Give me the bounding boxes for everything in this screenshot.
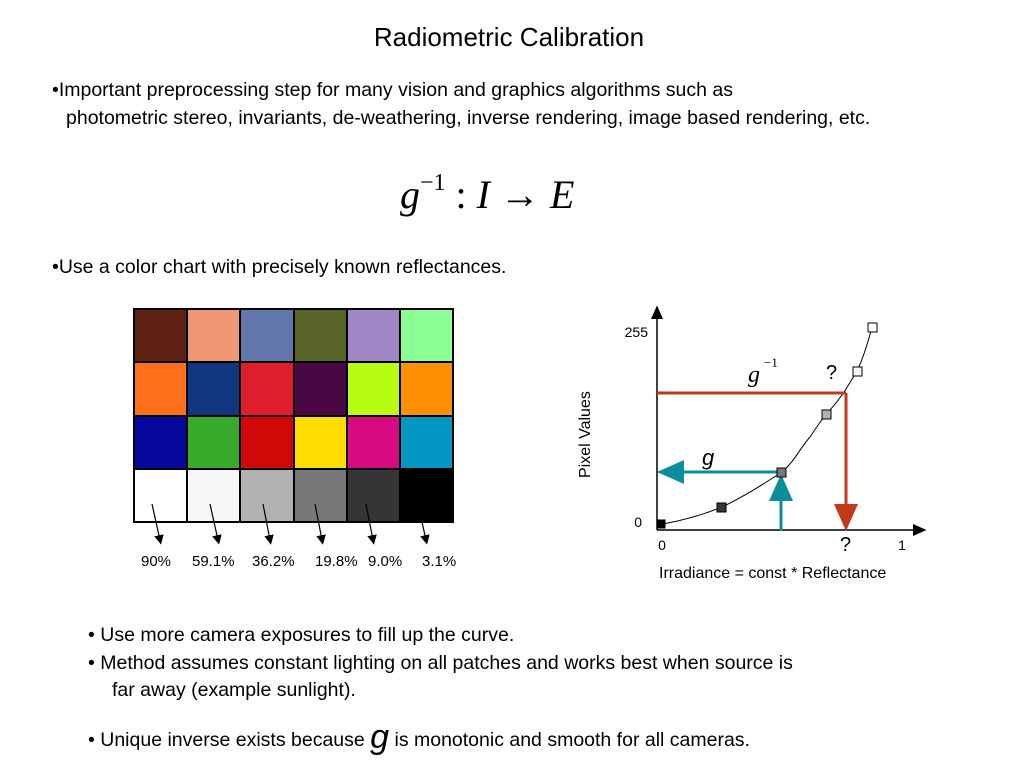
bullet-exposures: • Use more camera exposures to fill up t…: [88, 624, 515, 646]
color-patch: [347, 416, 399, 468]
curve-point-6: [867, 322, 878, 333]
color-patch: [135, 469, 187, 521]
g-inverse-label: g: [748, 362, 760, 388]
intro-line-1: •Important preprocessing step for many v…: [52, 79, 733, 101]
color-patch: [400, 363, 452, 415]
response-curve-plot: Pixel Values 255 0 0 1 Irradiance = cons…: [577, 305, 927, 582]
reflectance-arrow: [209, 503, 222, 545]
color-patch: [188, 416, 240, 468]
color-chart-bullet: •Use a color chart with precisely known …: [52, 256, 507, 278]
reflectance-label: 36.2%: [252, 553, 295, 570]
x-max-label: 1: [898, 537, 906, 553]
color-patch: [400, 310, 452, 362]
slide-title: Radiometric Calibration: [373, 22, 645, 52]
g-label: g: [702, 445, 715, 470]
reflectance-label: 19.8%: [315, 553, 358, 570]
reflectance-arrow: [365, 503, 377, 545]
g-inverse-exponent: −1: [764, 355, 778, 370]
formula-E: E: [550, 172, 575, 217]
formula-exponent: −1: [420, 170, 446, 196]
curve-point-4: [821, 409, 832, 420]
x-min-label: 0: [658, 537, 666, 553]
reflectance-label: 59.1%: [192, 553, 235, 570]
color-patch: [400, 469, 452, 521]
color-patch: [188, 363, 240, 415]
curve-point-5: [852, 366, 863, 377]
color-patch: [347, 363, 399, 415]
curve-point-3: [776, 467, 787, 478]
color-patch: [241, 469, 293, 521]
color-patch: [294, 469, 346, 521]
formula-colon: :: [445, 172, 477, 217]
color-patch: [294, 363, 346, 415]
formula-g: g: [400, 172, 420, 217]
color-patch: [241, 363, 293, 415]
reflectance-arrows: [151, 503, 430, 545]
bullet-unique-post: is monotonic and smooth for all cameras.: [389, 729, 750, 751]
color-patch: [241, 310, 293, 362]
bullet-lighting-cont: far away (example sunlight).: [112, 679, 356, 701]
y-max-label: 255: [625, 324, 649, 340]
formula-arrow: →: [490, 172, 550, 217]
question-mark-top: ?: [826, 362, 837, 384]
reflectance-arrow: [314, 503, 326, 545]
color-patch: [241, 416, 293, 468]
reflectance-label: 9.0%: [368, 553, 403, 570]
color-patch: [135, 363, 187, 415]
color-patch: [294, 416, 346, 468]
curve-point-1: [656, 519, 666, 529]
color-checker-chart: [133, 308, 454, 523]
reflectance-label: 90%: [141, 553, 172, 570]
reflectance-label: 3.1%: [422, 553, 457, 570]
intro-line-2: photometric stereo, invariants, de-weath…: [66, 107, 871, 129]
color-patch: [294, 310, 346, 362]
bottom-bullets: • Use more camera exposures to fill up t…: [88, 622, 793, 705]
color-patch: [347, 469, 399, 521]
bullet-unique-pre: • Unique inverse exists because: [88, 729, 371, 751]
color-patch: [188, 310, 240, 362]
color-patch: [135, 416, 187, 468]
color-patch: [347, 310, 399, 362]
bullet-unique-g: g: [370, 718, 390, 756]
color-patch: [135, 310, 187, 362]
bullet-lighting: • Method assumes constant lighting on al…: [88, 651, 793, 674]
inverse-response-formula: g−1 : I → E: [400, 170, 574, 218]
x-axis-label: Irradiance = const * Reflectance: [659, 565, 886, 582]
color-patch: [188, 469, 240, 521]
curve-point-2: [716, 502, 727, 513]
y-min-label: 0: [634, 514, 642, 530]
reflectance-arrow: [417, 503, 430, 545]
intro-paragraph: •Important preprocessing step for many v…: [52, 76, 870, 132]
color-patch: [400, 416, 452, 468]
reflectance-arrow: [262, 503, 274, 545]
bullet-unique-inverse: • Unique inverse exists because g is mon…: [88, 718, 750, 757]
reflectance-arrow: [151, 503, 164, 545]
y-axis-label: Pixel Values: [577, 391, 594, 478]
question-mark-bottom: ?: [840, 534, 851, 556]
formula-I: I: [476, 172, 490, 217]
